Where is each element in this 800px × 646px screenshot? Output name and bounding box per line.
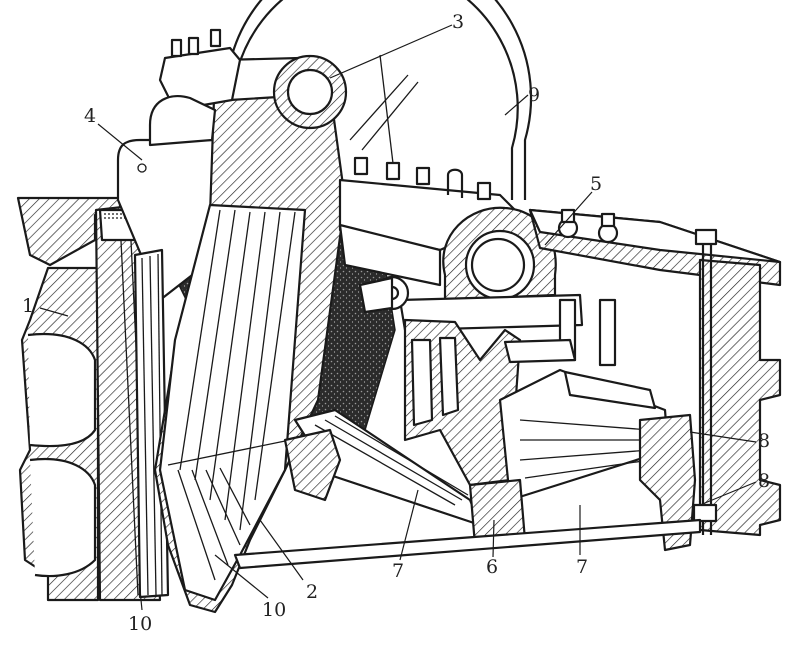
label-2: 2 — [306, 581, 318, 603]
label-10a: 10 — [128, 613, 152, 635]
main-bearing — [442, 206, 557, 302]
frame-right-end — [692, 228, 782, 537]
base-tie-rod — [233, 518, 702, 570]
bearing-cap — [148, 28, 242, 147]
fixed-jaw-plate — [133, 248, 170, 599]
label-4: 4 — [84, 105, 96, 127]
label-9: 9 — [528, 84, 540, 106]
label-5: 5 — [590, 173, 602, 195]
leader-lines — [39, 24, 757, 611]
part-labels: 1 2 3 4 5 6 7 7 8 8 9 10 10 — [22, 11, 770, 635]
cheek-plate — [116, 138, 220, 302]
flywheel — [230, 0, 533, 200]
eccentric-shaft-bearing — [272, 54, 348, 130]
toggle-plates — [283, 368, 697, 552]
toggle-block-stands — [403, 298, 617, 487]
label-7a: 7 — [392, 560, 404, 582]
label-7b: 7 — [576, 556, 588, 578]
label-1: 1 — [22, 295, 34, 317]
label-6: 6 — [486, 556, 498, 578]
label-10b: 10 — [262, 599, 286, 621]
label-3: 3 — [452, 11, 464, 33]
label-8b: 8 — [758, 470, 770, 492]
label-8a: 8 — [758, 430, 770, 452]
